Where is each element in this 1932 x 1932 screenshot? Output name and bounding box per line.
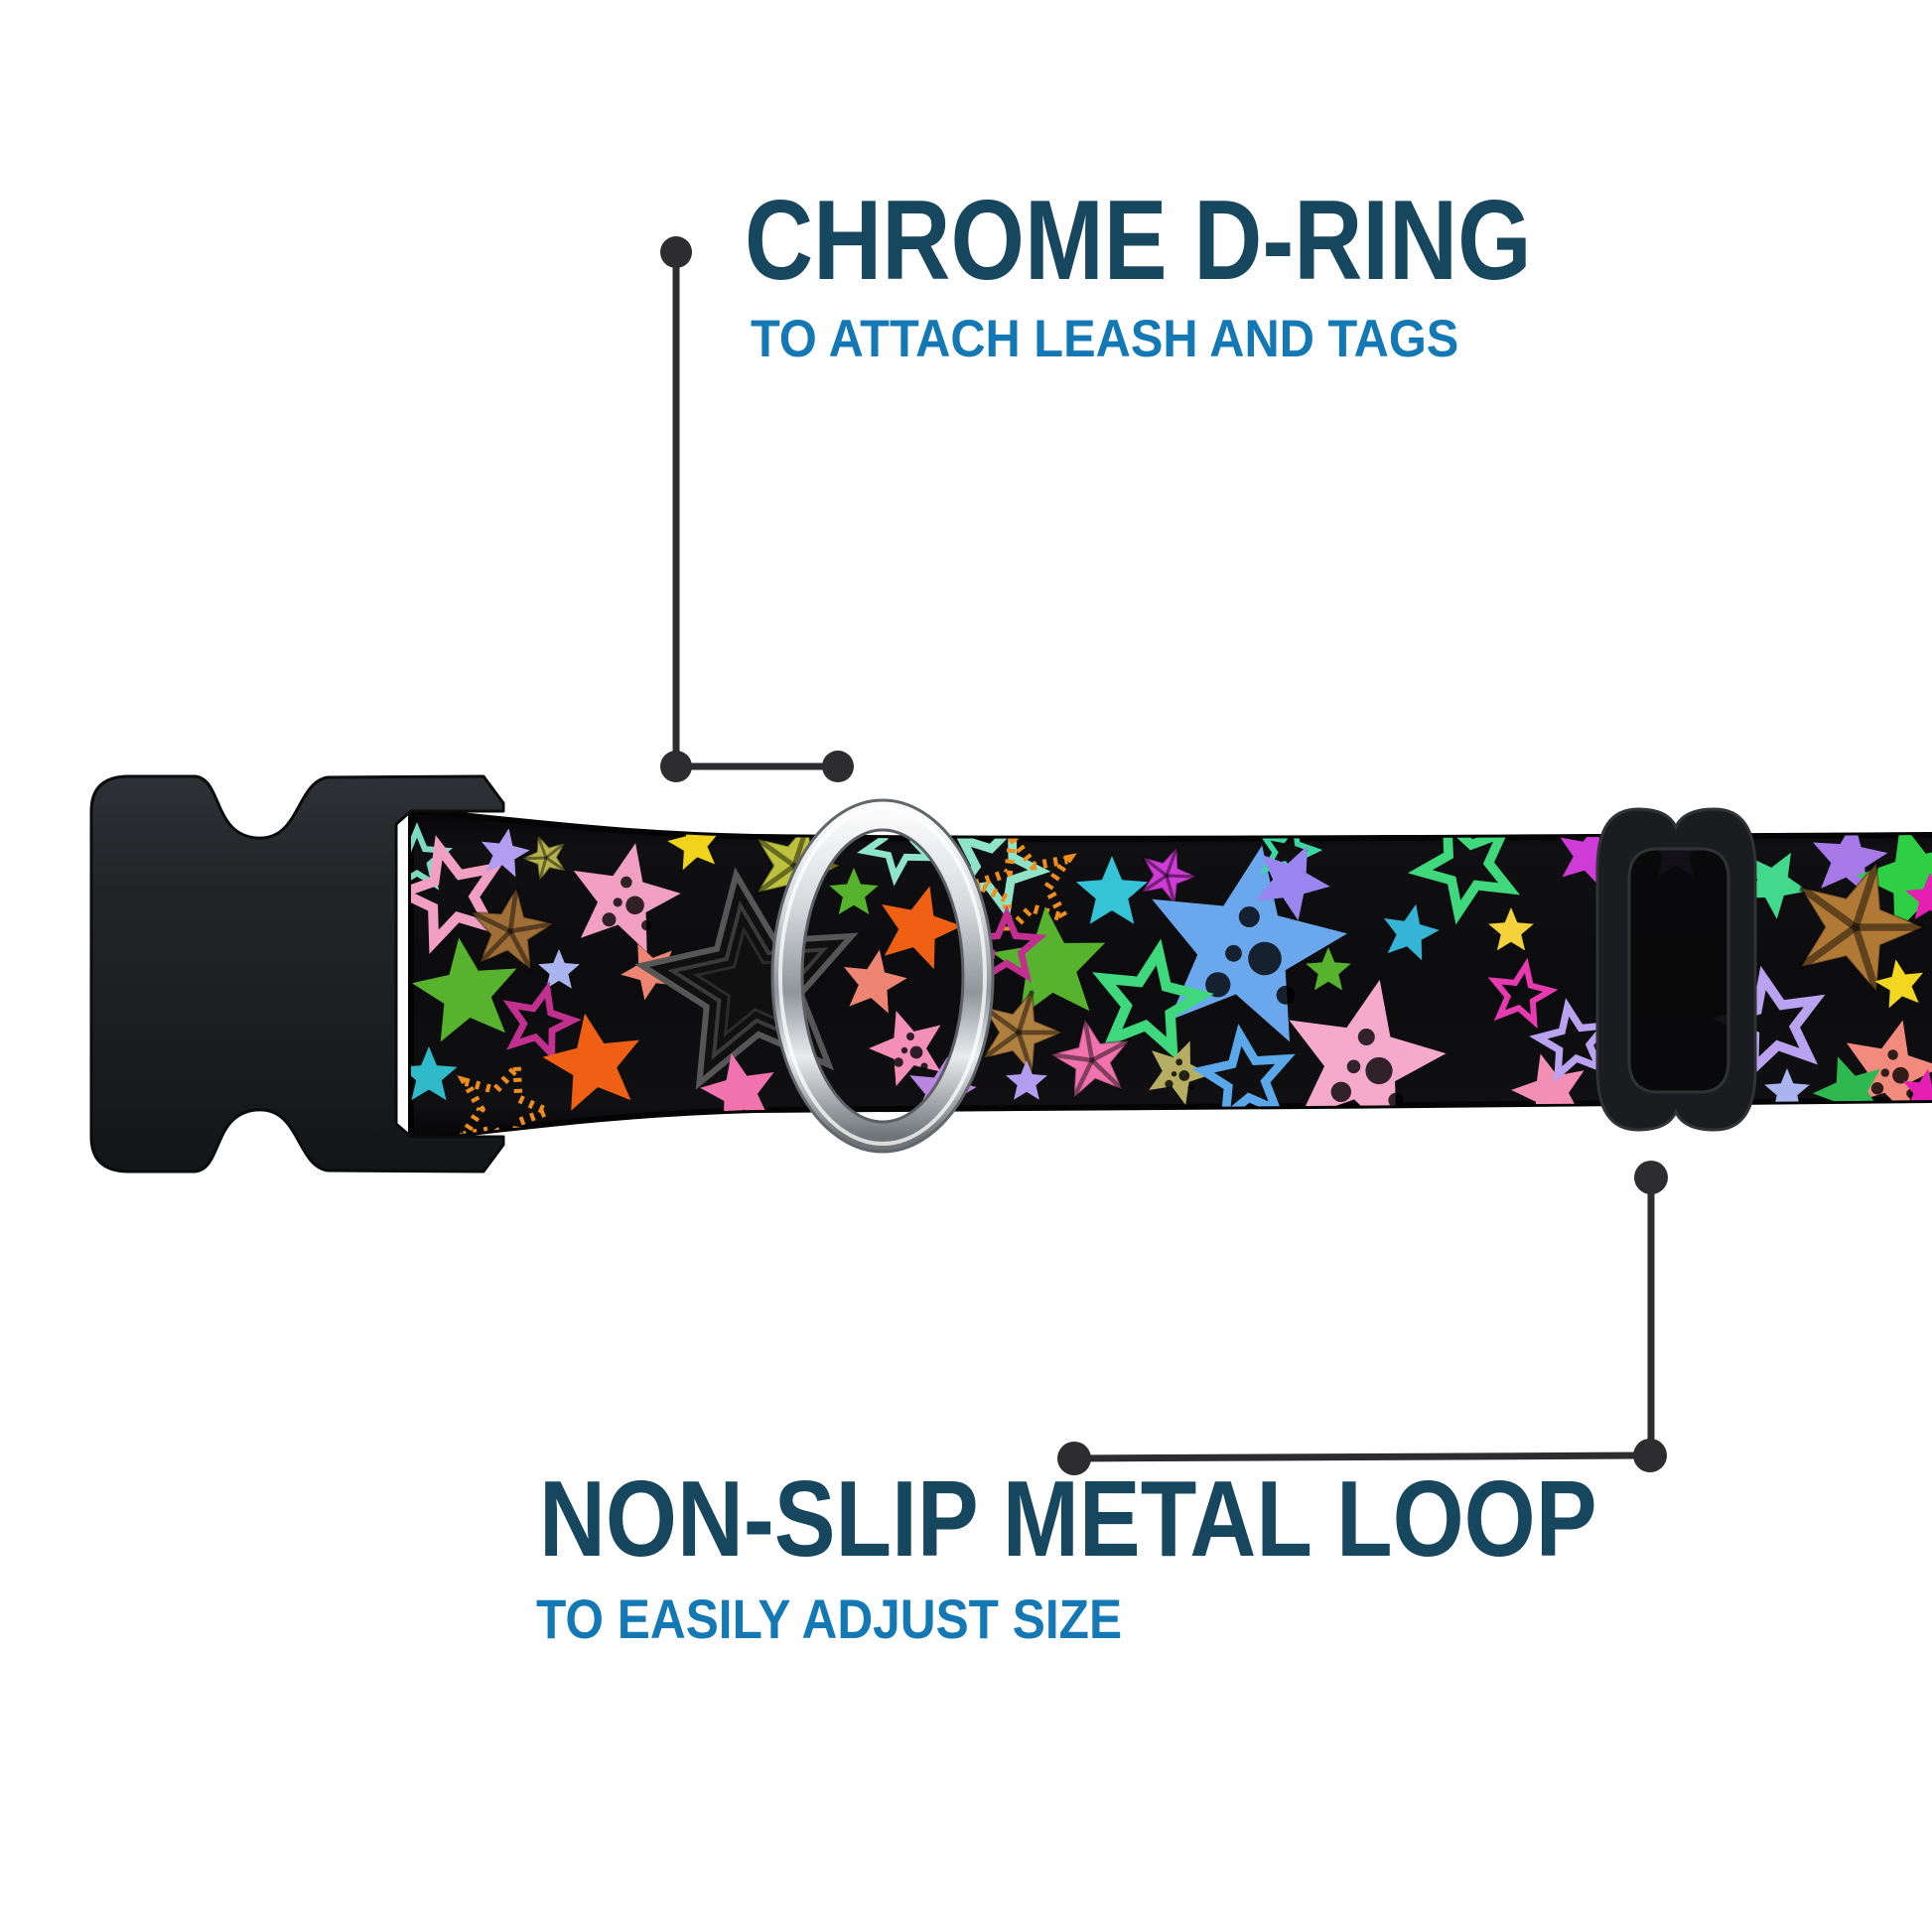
star	[1487, 957, 1559, 1030]
star	[844, 949, 907, 1014]
star	[411, 1046, 458, 1101]
star	[1740, 852, 1809, 919]
bottom-callout-connector	[1057, 1161, 1668, 1475]
star	[1006, 1060, 1047, 1100]
star	[829, 868, 879, 914]
top-callout-dot-bend	[660, 751, 692, 782]
star	[1857, 821, 1932, 934]
star	[411, 835, 504, 954]
star	[1256, 845, 1330, 921]
top-callout-title: CHROME D-RING	[745, 178, 1532, 304]
star	[482, 828, 530, 878]
star	[981, 988, 1065, 1077]
bottom-callout-subtitle: TO EASILY ADJUST SIZE	[536, 1587, 1123, 1650]
star	[700, 1052, 774, 1129]
star	[519, 832, 569, 884]
bottom-callout-dot-label	[1057, 1442, 1091, 1475]
star	[1092, 938, 1214, 1061]
star	[1075, 856, 1149, 924]
star	[882, 886, 962, 970]
top-callout-connector	[660, 236, 854, 782]
star	[1488, 907, 1534, 951]
star	[949, 816, 1051, 921]
star	[1191, 1024, 1296, 1127]
metal-loop-adjuster	[1595, 807, 1757, 1132]
star	[1764, 1068, 1810, 1112]
star	[573, 843, 681, 952]
star	[1149, 1040, 1211, 1105]
star	[869, 1011, 941, 1086]
chrome-d-ring	[770, 798, 995, 1154]
star	[1289, 979, 1447, 1140]
callout-lines	[660, 236, 1668, 1475]
star	[1798, 860, 1926, 995]
star	[1905, 873, 1932, 919]
top-callout-dot-target	[822, 751, 854, 782]
star	[1047, 1017, 1132, 1101]
star	[1813, 1056, 1882, 1129]
bottom-callout-dot-target	[1634, 1161, 1668, 1194]
star	[1874, 959, 1923, 1009]
star	[1560, 823, 1622, 888]
star	[1384, 903, 1440, 961]
bottom-callout-dot-bend	[1633, 1439, 1667, 1472]
star	[1813, 820, 1888, 896]
star-pattern	[411, 810, 1932, 1140]
star	[667, 817, 720, 871]
star	[964, 827, 1077, 944]
star	[411, 937, 517, 1042]
star	[992, 906, 1106, 1018]
bottom-callout-title: NON-SLIP METAL LOOP	[539, 1458, 1597, 1580]
star	[542, 1013, 639, 1111]
top-callout-dot-label	[660, 236, 692, 268]
star	[502, 981, 582, 1062]
star	[1306, 947, 1351, 991]
side-release-buckle	[89, 774, 505, 1173]
star	[538, 949, 580, 989]
star	[1139, 845, 1199, 907]
top-callout-subtitle: TO ATTACH LEASH AND TAGS	[751, 310, 1459, 368]
star	[469, 885, 556, 973]
